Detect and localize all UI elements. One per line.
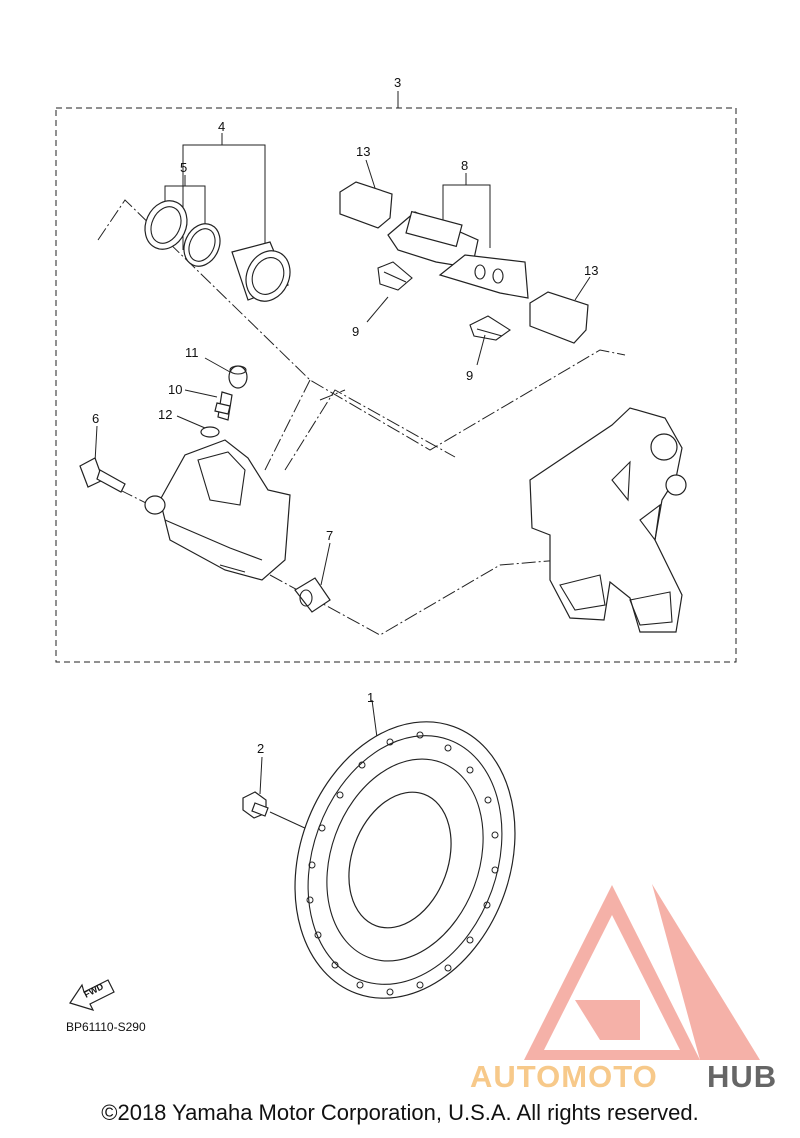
brake-disc-part	[294, 721, 516, 999]
callout-12: 12	[158, 407, 172, 422]
leader-lines	[94, 91, 591, 836]
callout-6: 6	[92, 411, 99, 426]
disc-vent-holes	[306, 731, 499, 996]
assembly-guide-lines	[97, 199, 626, 636]
pad-spring-part	[377, 261, 511, 341]
diagram-id: BP61110-S290	[66, 1020, 146, 1034]
callout-9-right: 9	[466, 368, 473, 383]
watermark-text-primary: AUTOMOTO	[470, 1059, 658, 1094]
callout-3: 3	[394, 75, 401, 90]
brake-pad-part	[387, 210, 529, 299]
disc-bolt-part	[242, 791, 269, 819]
copyright-notice: ©2018 Yamaha Motor Corporation, U.S.A. A…	[101, 1100, 699, 1125]
callout-13-top: 13	[356, 144, 370, 159]
callout-10: 10	[168, 382, 182, 397]
callout-11: 11	[185, 345, 199, 360]
caliper-body-part	[144, 439, 291, 581]
callout-labels: 3 4 5 13 8 13 9 9 11 10 12 6 7 1 2	[92, 75, 598, 756]
pad-shim-part	[339, 181, 589, 344]
watermark-logo	[524, 884, 760, 1060]
fwd-arrow-icon: FWD	[69, 979, 115, 1011]
callout-7: 7	[326, 528, 333, 543]
piston-part	[231, 241, 291, 302]
callout-5: 5	[180, 160, 187, 175]
watermark-wordmark: AUTOMOTO HUB	[470, 1059, 777, 1094]
piston-seal-part	[144, 200, 221, 267]
callout-4: 4	[218, 119, 225, 134]
slide-pin-part	[294, 577, 331, 613]
watermark-text-secondary: HUB	[707, 1059, 777, 1094]
callout-8: 8	[461, 158, 468, 173]
caliper-bolt-part	[79, 457, 126, 493]
callout-1: 1	[367, 690, 374, 705]
callout-13-right: 13	[584, 263, 598, 278]
caliper-assembly-boundary	[55, 107, 737, 663]
callout-9-left: 9	[352, 324, 359, 339]
caliper-bracket-part	[529, 407, 687, 633]
bleed-screw-part	[200, 365, 248, 438]
callout-2: 2	[257, 741, 264, 756]
